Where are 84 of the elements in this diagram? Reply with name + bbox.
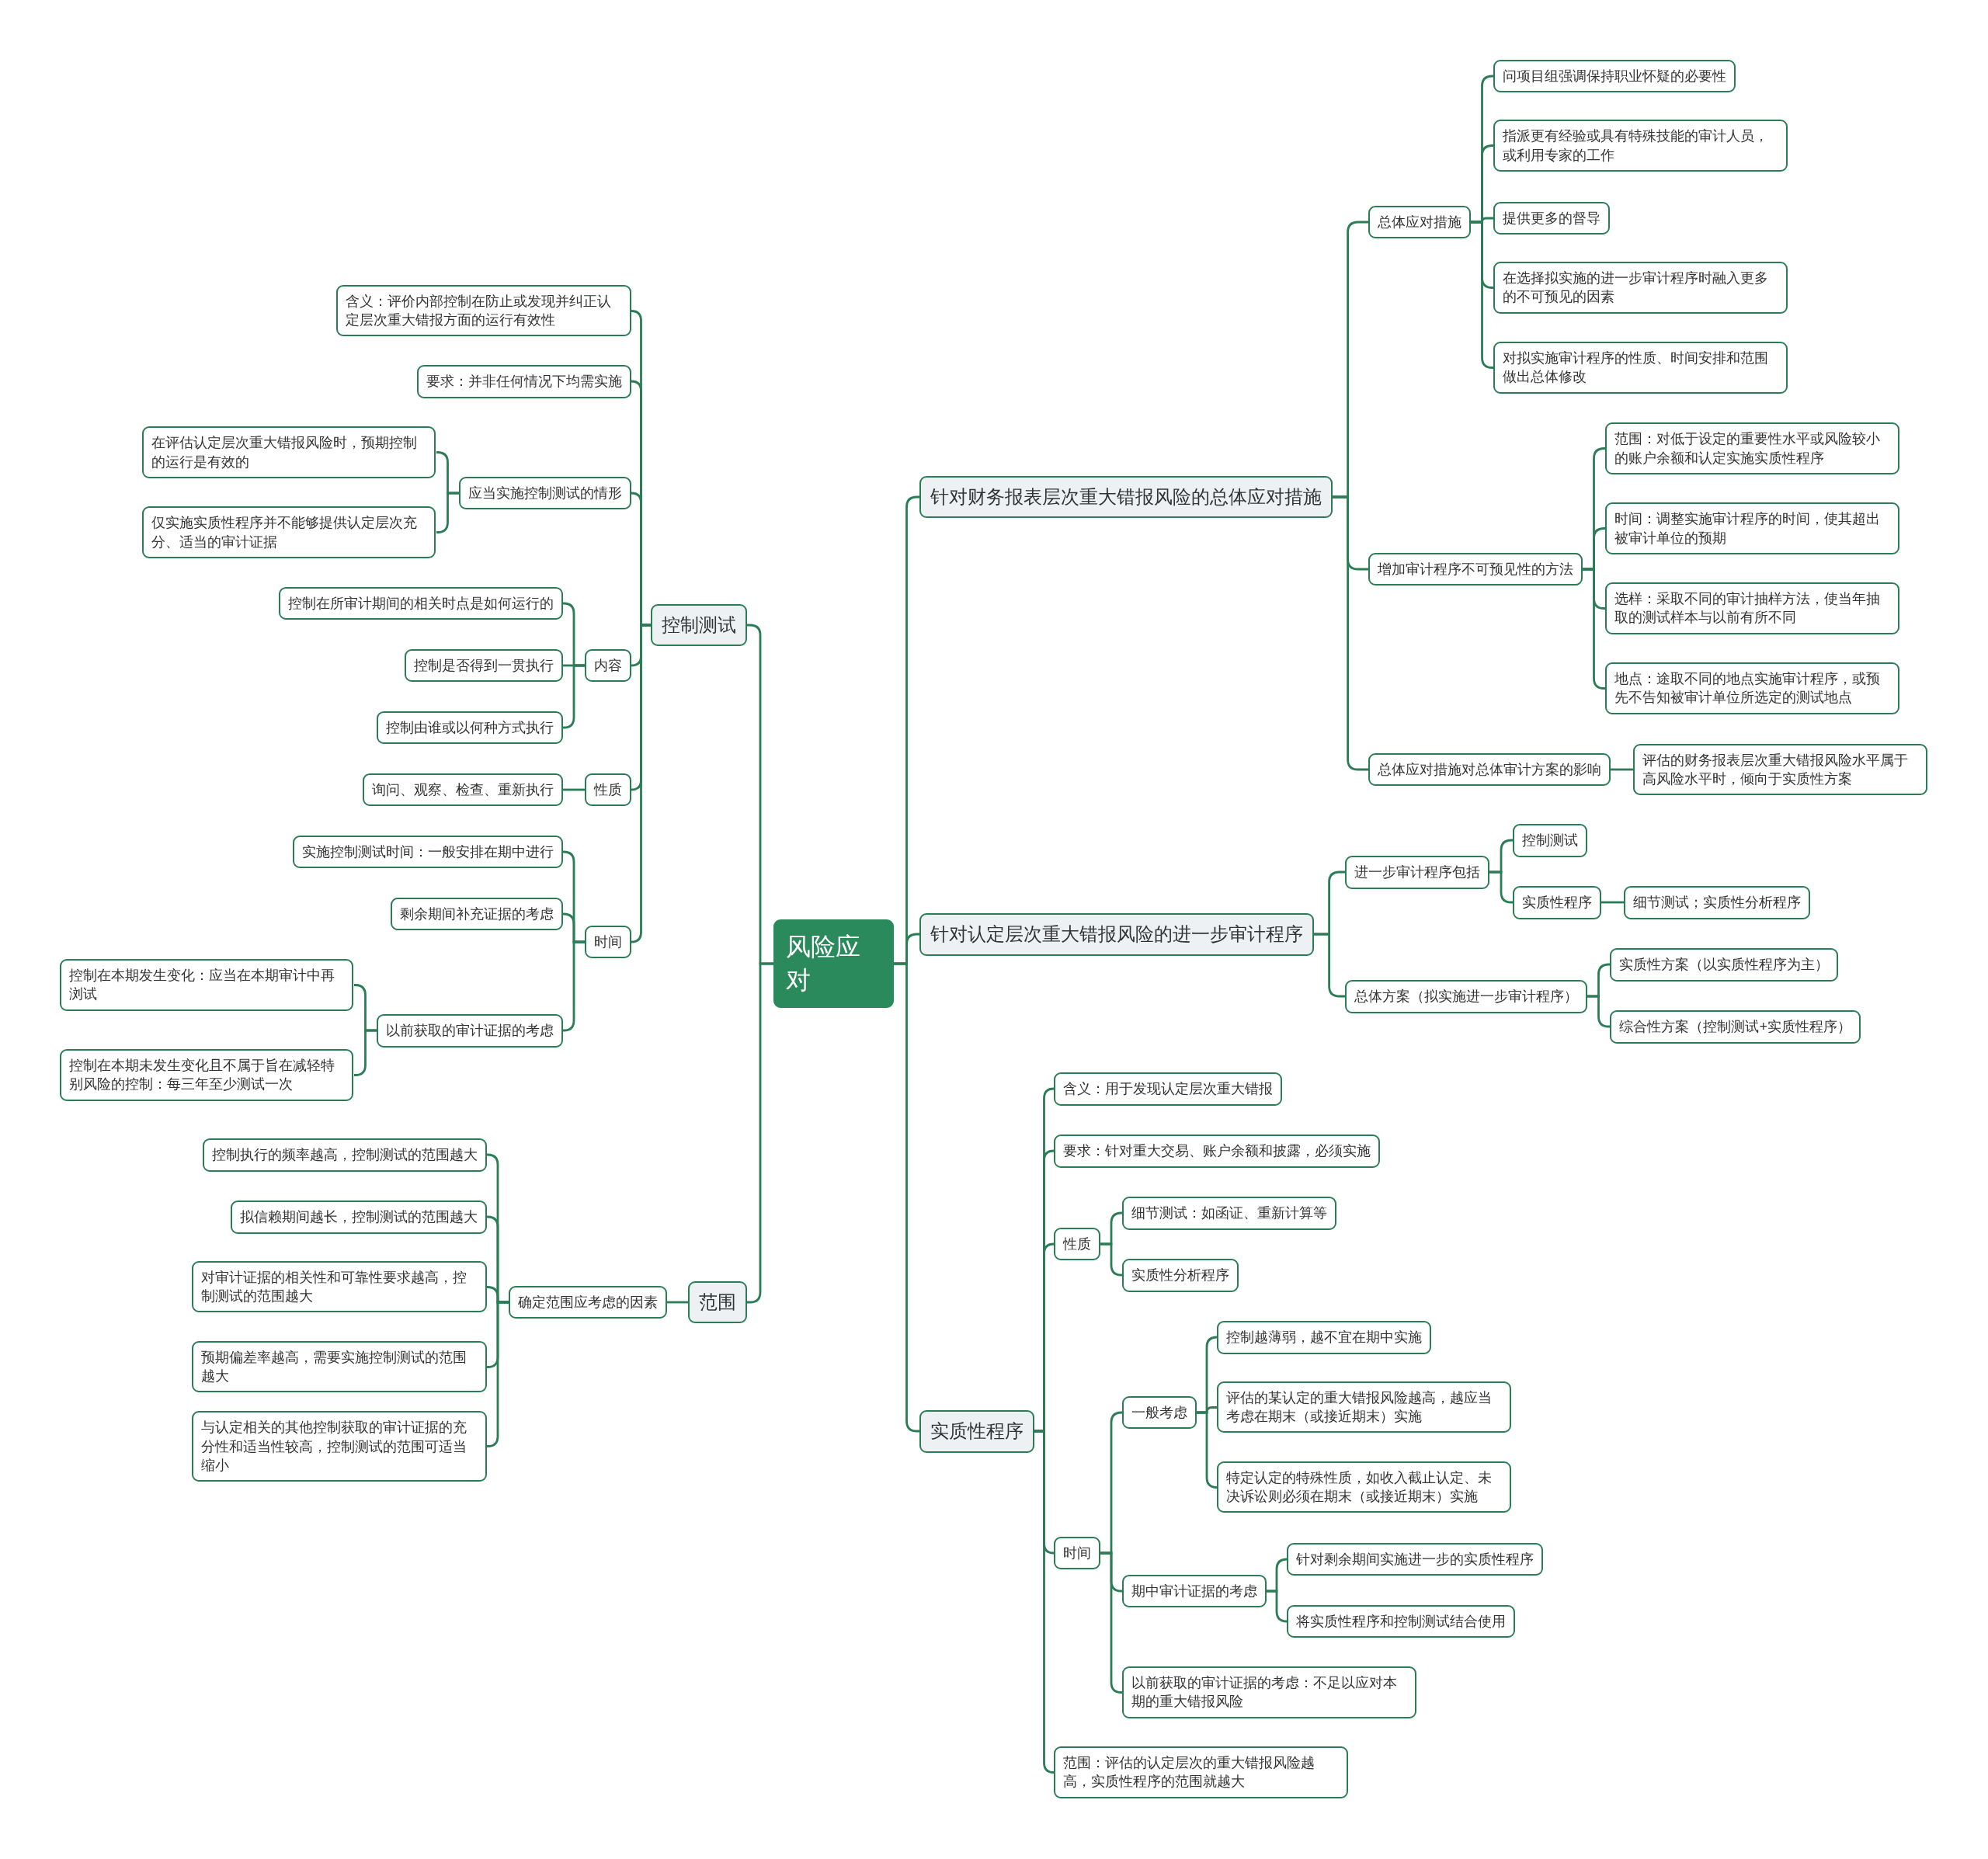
connector-line	[1314, 933, 1345, 998]
main-topic-box: 实质性程序	[919, 1410, 1034, 1453]
connector-line	[486, 1301, 509, 1447]
subtopic-box: 选样：采取不同的审计抽样方法，使当年抽取的测试样本与以前有所不同	[1604, 582, 1899, 634]
subtopic-box: 含义：用于发现认定层次重大错报	[1053, 1072, 1282, 1106]
subtopic-box: 针对剩余期间实施进一步的实质性程序	[1287, 1543, 1544, 1576]
main-topic-box: 针对财务报表层次重大错报风险的总体应对措施	[919, 476, 1333, 519]
subtopic-box: 实质性方案（以实质性程序为主）	[1610, 948, 1839, 982]
subtopic-box: 将实质性程序和控制测试结合使用	[1287, 1605, 1516, 1638]
subtopic-box: 控制在本期发生变化：应当在本期审计中再浏试	[59, 959, 354, 1011]
subtopic-box: 与认定相关的其他控制获取的审计证据的充分性和适当性较高，控制测试的范围可适当缩小	[191, 1411, 488, 1482]
main-topic-box: 范围	[687, 1280, 747, 1324]
subtopic-box: 时间：调整实施审计程序的时间，使其超出被审计单位的预期	[1604, 502, 1899, 554]
subtopic-box: 评估的某认定的重大错报风险越高，越应当考虑在期末（或接近期末）实施	[1217, 1381, 1512, 1433]
subtopic-box: 实质性分析程序	[1121, 1259, 1239, 1292]
subtopic-box: 拟信赖期间越长，控制测试的范围越大	[230, 1201, 487, 1234]
subtopic-box: 细节测试；实质性分析程序	[1624, 886, 1811, 919]
subtopic-box: 性质	[585, 773, 632, 807]
connector-line	[1489, 870, 1513, 904]
subtopic-box: 应当实施控制测试的情形	[459, 477, 632, 510]
subtopic-box: 控制测试	[1512, 824, 1587, 857]
connector-line	[436, 492, 459, 533]
subtopic-box: 范围：对低于设定的重要性水平或风险较小的账户余额和认定实施实质性程序	[1604, 422, 1899, 475]
subtopic-box: 仅实施实质性程序并不能够提供认定层次充分、适当的审计证据	[141, 506, 436, 558]
connector-line	[563, 788, 585, 791]
connector-line	[1197, 1411, 1218, 1489]
subtopic-box: 问项目组强调保持职业怀疑的必要性	[1493, 59, 1736, 93]
subtopic-box: 指派更有经验或具有特殊技能的审计人员，或利用专家的工作	[1493, 120, 1788, 172]
subtopic-box: 控制执行的频率越高，控制测试的范围越大	[202, 1138, 487, 1172]
connector-line	[667, 1301, 688, 1304]
connector-line	[1267, 1590, 1288, 1623]
subtopic-box: 确定范围应考虑的因素	[508, 1285, 667, 1319]
subtopic-box: 对审计证据的相关性和可靠性要求越高，控制测试的范围越大	[191, 1260, 488, 1313]
subtopic-box: 评估的财务报表层次重大错报风险水平属于高风险水平时，倾向于实质性方案	[1632, 743, 1927, 796]
subtopic-box: 细节测试：如函证、重新计算等	[1121, 1197, 1336, 1230]
subtopic-box: 总体方案（拟实施进一步审计程序）	[1345, 980, 1588, 1013]
subtopic-box: 要求：并非任何情况下均需实施	[417, 365, 632, 398]
subtopic-box: 特定认定的特殊性质，如收入截止认定、未决诉讼则必须在期末（或接近期末）实施	[1217, 1461, 1512, 1513]
subtopic-box: 提供更多的督导	[1493, 201, 1611, 235]
connector-line	[353, 1029, 377, 1076]
main-topic-box: 控制测试	[650, 603, 747, 647]
subtopic-box: 以前获取的审计证据的考虑	[376, 1014, 563, 1048]
subtopic-box: 控制在所审计期间的相关时点是如何运行的	[278, 587, 563, 620]
central-topic-box: 风险应对	[773, 919, 894, 1009]
subtopic-box: 含义：评价内部控制在防止或发现并纠正认定层次重大错报方面的运行有效性	[336, 284, 632, 337]
subtopic-box: 在选择拟实施的进一步审计程序时融入更多的不可预见的因素	[1493, 262, 1788, 314]
subtopic-box: 综合性方案（控制测试+实质性程序）	[1610, 1010, 1861, 1044]
subtopic-box: 预期偏差率越高，需要实施控制测试的范围越大	[191, 1340, 488, 1393]
connector-line	[630, 624, 651, 943]
connector-line	[1611, 768, 1633, 771]
subtopic-box: 内容	[585, 649, 632, 683]
subtopic-box: 实质性程序	[1512, 886, 1601, 919]
subtopic-box: 进一步审计程序包括	[1345, 856, 1490, 889]
subtopic-box: 总体应对措施对总体审计方案的影响	[1368, 753, 1611, 787]
subtopic-box: 剩余期间补充证据的考虑	[390, 898, 563, 931]
subtopic-box: 要求：针对重大交易、账户余额和披露，必须实施	[1053, 1135, 1380, 1168]
subtopic-box: 范围：评估的认定层次的重大错报风险越高，实质性程序的范围就越大	[1053, 1746, 1348, 1798]
subtopic-box: 以前获取的审计证据的考虑：不足以应对本期的重大错报风险	[1121, 1666, 1416, 1718]
subtopic-box: 控制是否得到一贯执行	[404, 649, 563, 683]
subtopic-box: 性质	[1053, 1227, 1100, 1260]
subtopic-box: 增加审计程序不可预见性的方法	[1368, 553, 1583, 586]
subtopic-box: 控制由谁或以何种方式执行	[376, 711, 563, 745]
subtopic-box: 控制在本期未发生变化且不属于旨在减轻特别风险的控制：每三年至少测试一次	[59, 1049, 354, 1101]
subtopic-box: 一般考虑	[1121, 1395, 1197, 1430]
connector-line	[1100, 1242, 1123, 1277]
connector-line	[1587, 995, 1611, 1028]
subtopic-box: 询问、观察、检查、重新执行	[362, 773, 563, 807]
connector-line	[1583, 568, 1606, 690]
subtopic-box: 对拟实施审计程序的性质、时间安排和范围做出总体修改	[1493, 341, 1788, 394]
connector-line	[562, 664, 585, 729]
subtopic-box: 实施控制测试时间：一般安排在期中进行	[292, 836, 563, 869]
subtopic-box: 时间	[585, 926, 632, 959]
subtopic-box: 控制越薄弱，越不宜在期中实施	[1217, 1321, 1432, 1354]
connector-line	[1034, 1430, 1055, 1774]
connector-line	[562, 940, 585, 1032]
subtopic-box: 期中审计证据的考虑	[1121, 1574, 1267, 1608]
subtopic-box: 在评估认定层次重大错报风险时，预期控制的运行是有效的	[141, 426, 436, 478]
main-topic-box: 针对认定层次重大错报风险的进一步审计程序	[919, 913, 1314, 956]
connector-line	[1601, 901, 1624, 904]
subtopic-box: 时间	[1053, 1537, 1100, 1570]
subtopic-box: 总体应对措施	[1368, 205, 1471, 238]
subtopic-box: 地点：途取不同的地点实施审计程序，或预先不告知被审计单位所选定的测试地点	[1604, 662, 1899, 714]
connector-line	[1471, 221, 1494, 369]
connector-line	[1100, 1551, 1123, 1694]
